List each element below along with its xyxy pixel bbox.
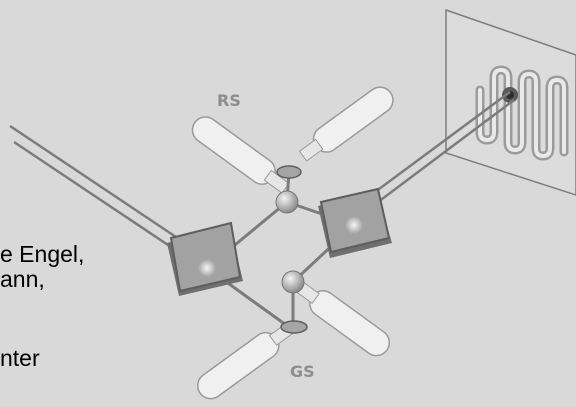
tube-lower-right (296, 282, 391, 357)
lower-atom-sphere (281, 270, 305, 294)
right-beam-splitter (318, 187, 392, 258)
tube-upper-left (191, 116, 290, 194)
author-text-line-3: nter (0, 345, 40, 371)
outgoing-beam (374, 90, 515, 203)
incoming-beam (9, 124, 183, 255)
upper-disc-mirror (276, 165, 302, 179)
tube-upper-right (298, 86, 394, 162)
lower-disc-mirror (280, 320, 308, 334)
tube-lower-left (196, 323, 294, 400)
left-beam-splitter (167, 221, 243, 296)
upper-atom-sphere (275, 190, 299, 214)
gs-label: GS (290, 362, 315, 381)
author-text-line-2: ann, (0, 266, 45, 292)
rs-label: RS (217, 91, 241, 110)
author-text-line-1: e Engel, (0, 241, 85, 267)
